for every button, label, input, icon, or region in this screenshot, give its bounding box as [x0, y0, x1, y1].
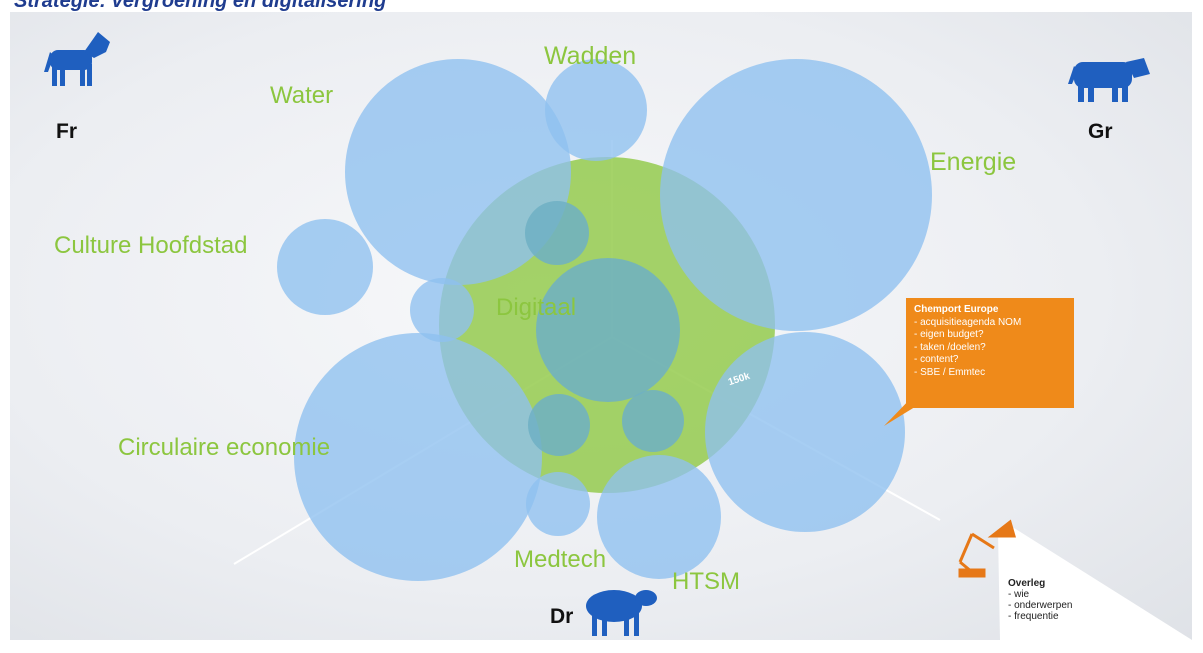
inner-bubble-bottom-left — [528, 394, 590, 456]
inner-bubble-bottom-right — [622, 390, 684, 452]
desk-lamp-icon — [958, 519, 1016, 578]
overleg-item: - wie — [1008, 589, 1030, 600]
label-culture-hoofdstad: Culture Hoofdstad — [54, 232, 248, 259]
medtech-bubble — [526, 472, 590, 536]
culture-bubble — [277, 219, 373, 315]
htsm-bubble — [597, 455, 721, 579]
horse-icon — [44, 32, 110, 86]
label-medtech: Medtech — [514, 546, 607, 573]
chemport-item: - content? — [914, 354, 959, 365]
sheep-icon — [586, 590, 657, 636]
chemport-bubble — [705, 332, 905, 532]
overleg-note: Overleg - wie - onderwerpen - frequentie — [1008, 578, 1072, 622]
chemport-item: - SBE / Emmtec — [914, 366, 986, 378]
label-circulaire-economie: Circulaire economie — [118, 434, 331, 461]
chemport-callout: Chemport Europe - acquisitieagenda NOM -… — [906, 298, 1074, 408]
energie-bubble — [660, 59, 932, 331]
label-wadden: Wadden — [544, 42, 637, 70]
province-label-fr: Fr — [56, 120, 77, 143]
chemport-item: - eigen budget? — [914, 329, 984, 340]
label-htsm: HTSM — [672, 568, 740, 595]
overleg-item: - onderwerpen — [1008, 600, 1073, 611]
bubble-diagram — [44, 32, 1192, 640]
small-left-bubble — [410, 278, 474, 342]
chemport-title: Chemport Europe — [914, 304, 999, 315]
label-digitaal: Digitaal — [496, 294, 577, 321]
chemport-item: - taken /doelen? — [914, 341, 986, 353]
page-title: Strategie: vergroening en digitalisering — [14, 0, 387, 12]
inner-bubble-top — [525, 201, 589, 265]
diagram-slide: Fr Gr Dr Wadden Water Energie Culture Ho… — [10, 12, 1192, 640]
inner-bubble-center — [536, 258, 680, 402]
overleg-title: Overleg — [1008, 578, 1046, 589]
circulaire-bubble — [294, 333, 542, 581]
chemport-item: - acquisitieagenda NOM — [914, 316, 1022, 328]
label-water: Water — [270, 82, 334, 109]
cow-icon — [1068, 58, 1150, 102]
province-label-gr: Gr — [1088, 120, 1113, 143]
lamp-light-beam — [998, 528, 1192, 640]
overleg-item: - frequentie — [1008, 611, 1059, 622]
water-bubble — [345, 59, 571, 285]
wadden-bubble — [545, 59, 647, 161]
province-label-dr: Dr — [550, 605, 574, 628]
label-energie: Energie — [930, 148, 1017, 176]
